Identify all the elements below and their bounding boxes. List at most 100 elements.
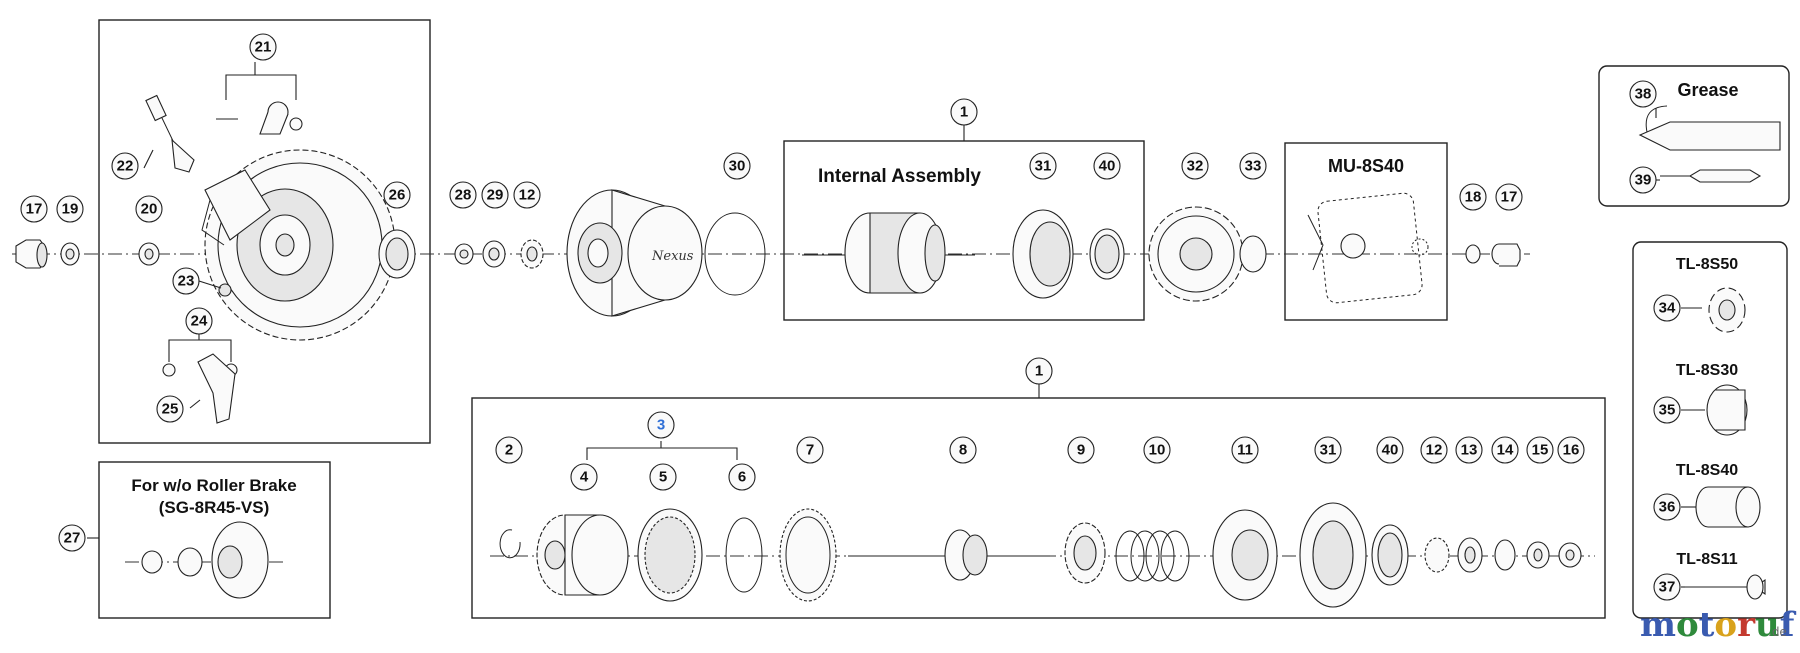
- grease-title: Grease: [1677, 80, 1738, 100]
- callout-13: 13: [1455, 436, 1483, 464]
- svg-text:23: 23: [178, 273, 195, 290]
- part-37-tool-tl-8s11: [1685, 574, 1766, 600]
- callout-12-top: 12: [513, 181, 541, 209]
- part-17-axle-nut: [15, 239, 48, 269]
- callout-40-bottom: 40: [1376, 436, 1404, 464]
- part-40-ring: [1371, 524, 1409, 586]
- svg-text:35: 35: [1659, 402, 1676, 419]
- internal-assembly-title: Internal Assembly: [818, 166, 981, 187]
- part-20-nut: [138, 242, 160, 266]
- svg-text:32: 32: [1187, 158, 1204, 175]
- callout-9: 9: [1067, 436, 1095, 464]
- part-12-lock-washer-top: [520, 239, 544, 269]
- callout-4: 4: [570, 463, 598, 491]
- callout-35: 35: [1653, 396, 1681, 424]
- callout-36: 36: [1653, 493, 1681, 521]
- callout-40-top: 40: [1093, 152, 1121, 180]
- part-11-driver: [1212, 509, 1278, 601]
- mu-unit-drawing: [1307, 192, 1429, 304]
- no-brake-model: (SG-8R45-VS): [159, 498, 270, 517]
- callout-39: 39: [1629, 166, 1657, 194]
- part-21-band-clamp: [216, 101, 303, 135]
- watermark: motoruf .de: [1640, 605, 1797, 645]
- callout-7: 7: [796, 436, 824, 464]
- part-7-pawl-spring: [779, 508, 837, 602]
- no-roller-brake-panel: [98, 461, 331, 619]
- part-32-sprocket: [1148, 206, 1244, 302]
- grease-panel: [1598, 65, 1790, 207]
- part-16-nut: [1558, 542, 1582, 568]
- svg-text:17: 17: [26, 201, 43, 218]
- svg-text:28: 28: [455, 187, 472, 204]
- callout-34: 34: [1653, 294, 1681, 322]
- svg-text:16: 16: [1563, 442, 1580, 459]
- part-9-clutch: [1064, 522, 1106, 584]
- mu-unit-title: MU-8S40: [1328, 156, 1404, 176]
- callout-2: 2: [495, 436, 523, 464]
- svg-text:29: 29: [487, 187, 504, 204]
- callout-8: 8: [949, 436, 977, 464]
- svg-text:11: 11: [1237, 442, 1253, 459]
- svg-text:30: 30: [729, 158, 746, 175]
- tool-panel: [1632, 241, 1788, 619]
- internal-assembly-drawing: [802, 212, 975, 294]
- callout-1-bottom: 1: [1025, 357, 1053, 385]
- part-33-snap-ring: [1239, 235, 1267, 273]
- part-14-washer: [1494, 539, 1516, 571]
- svg-text:40: 40: [1099, 158, 1116, 175]
- hub-shell: Nexus: [566, 189, 703, 317]
- part-22-adjust-bolt: [145, 94, 195, 173]
- svg-text:17: 17: [1501, 189, 1518, 206]
- callout-11: 11: [1231, 436, 1259, 464]
- part-13-cone: [1457, 537, 1483, 573]
- svg-text:31: 31: [1320, 442, 1337, 459]
- part-38-grease-bottle: [1638, 105, 1781, 151]
- svg-text:7: 7: [806, 442, 814, 459]
- svg-text:12: 12: [1426, 442, 1443, 459]
- svg-text:15: 15: [1532, 442, 1549, 459]
- roller-brake-unit: [201, 149, 396, 341]
- svg-text:39: 39: [1635, 172, 1652, 189]
- svg-text:25: 25: [162, 401, 179, 418]
- watermark-tld: .de: [1768, 625, 1787, 639]
- svg-text:14: 14: [1497, 442, 1514, 459]
- internal-parts-panel: [471, 397, 1606, 619]
- svg-text:38: 38: [1635, 86, 1652, 103]
- callout-20: 20: [135, 195, 163, 223]
- part-5-ring-gear: [637, 508, 703, 602]
- callout-31-bottom: 31: [1314, 436, 1342, 464]
- svg-text:37: 37: [1659, 579, 1676, 596]
- part-23-cap: [218, 283, 232, 297]
- callout-1-top: 1: [950, 98, 978, 126]
- svg-text:10: 10: [1149, 442, 1166, 459]
- watermark-logo: motoruf: [1640, 605, 1797, 645]
- part-15-cone: [1526, 541, 1550, 569]
- svg-text:21: 21: [255, 39, 272, 56]
- svg-text:40: 40: [1382, 442, 1399, 459]
- callout-10: 10: [1143, 436, 1171, 464]
- tool-label-tl-8s30: TL-8S30: [1676, 362, 1738, 379]
- part-4-planet-carrier: [536, 514, 629, 596]
- part-35-tool-tl-8s30: [1706, 384, 1748, 436]
- svg-text:36: 36: [1659, 499, 1676, 516]
- part-36-tool-tl-8s40: [1695, 486, 1761, 528]
- svg-text:34: 34: [1659, 300, 1676, 317]
- part-12-lock-washer: [1424, 537, 1450, 573]
- callout-17-left: 17: [20, 195, 48, 223]
- part-31-dust-cap-top: [1012, 209, 1074, 299]
- svg-text:5: 5: [659, 469, 667, 486]
- svg-text:31: 31: [1035, 158, 1052, 175]
- svg-text:19: 19: [62, 201, 79, 218]
- callout-30: 30: [723, 152, 751, 180]
- brake-panel: [98, 19, 431, 444]
- callout-14: 14: [1491, 436, 1519, 464]
- tool-label-tl-8s50: TL-8S50: [1676, 256, 1738, 273]
- callout-6: 6: [728, 463, 756, 491]
- no-brake-title: For w/o Roller Brake: [131, 476, 296, 495]
- part-29-cone: [482, 240, 506, 268]
- callout-29: 29: [481, 181, 509, 209]
- callout-21: 21: [249, 33, 277, 61]
- svg-text:6: 6: [738, 469, 746, 486]
- tool-label-tl-8s11: TL-8S11: [1676, 551, 1737, 568]
- callout-24: 24: [185, 307, 213, 335]
